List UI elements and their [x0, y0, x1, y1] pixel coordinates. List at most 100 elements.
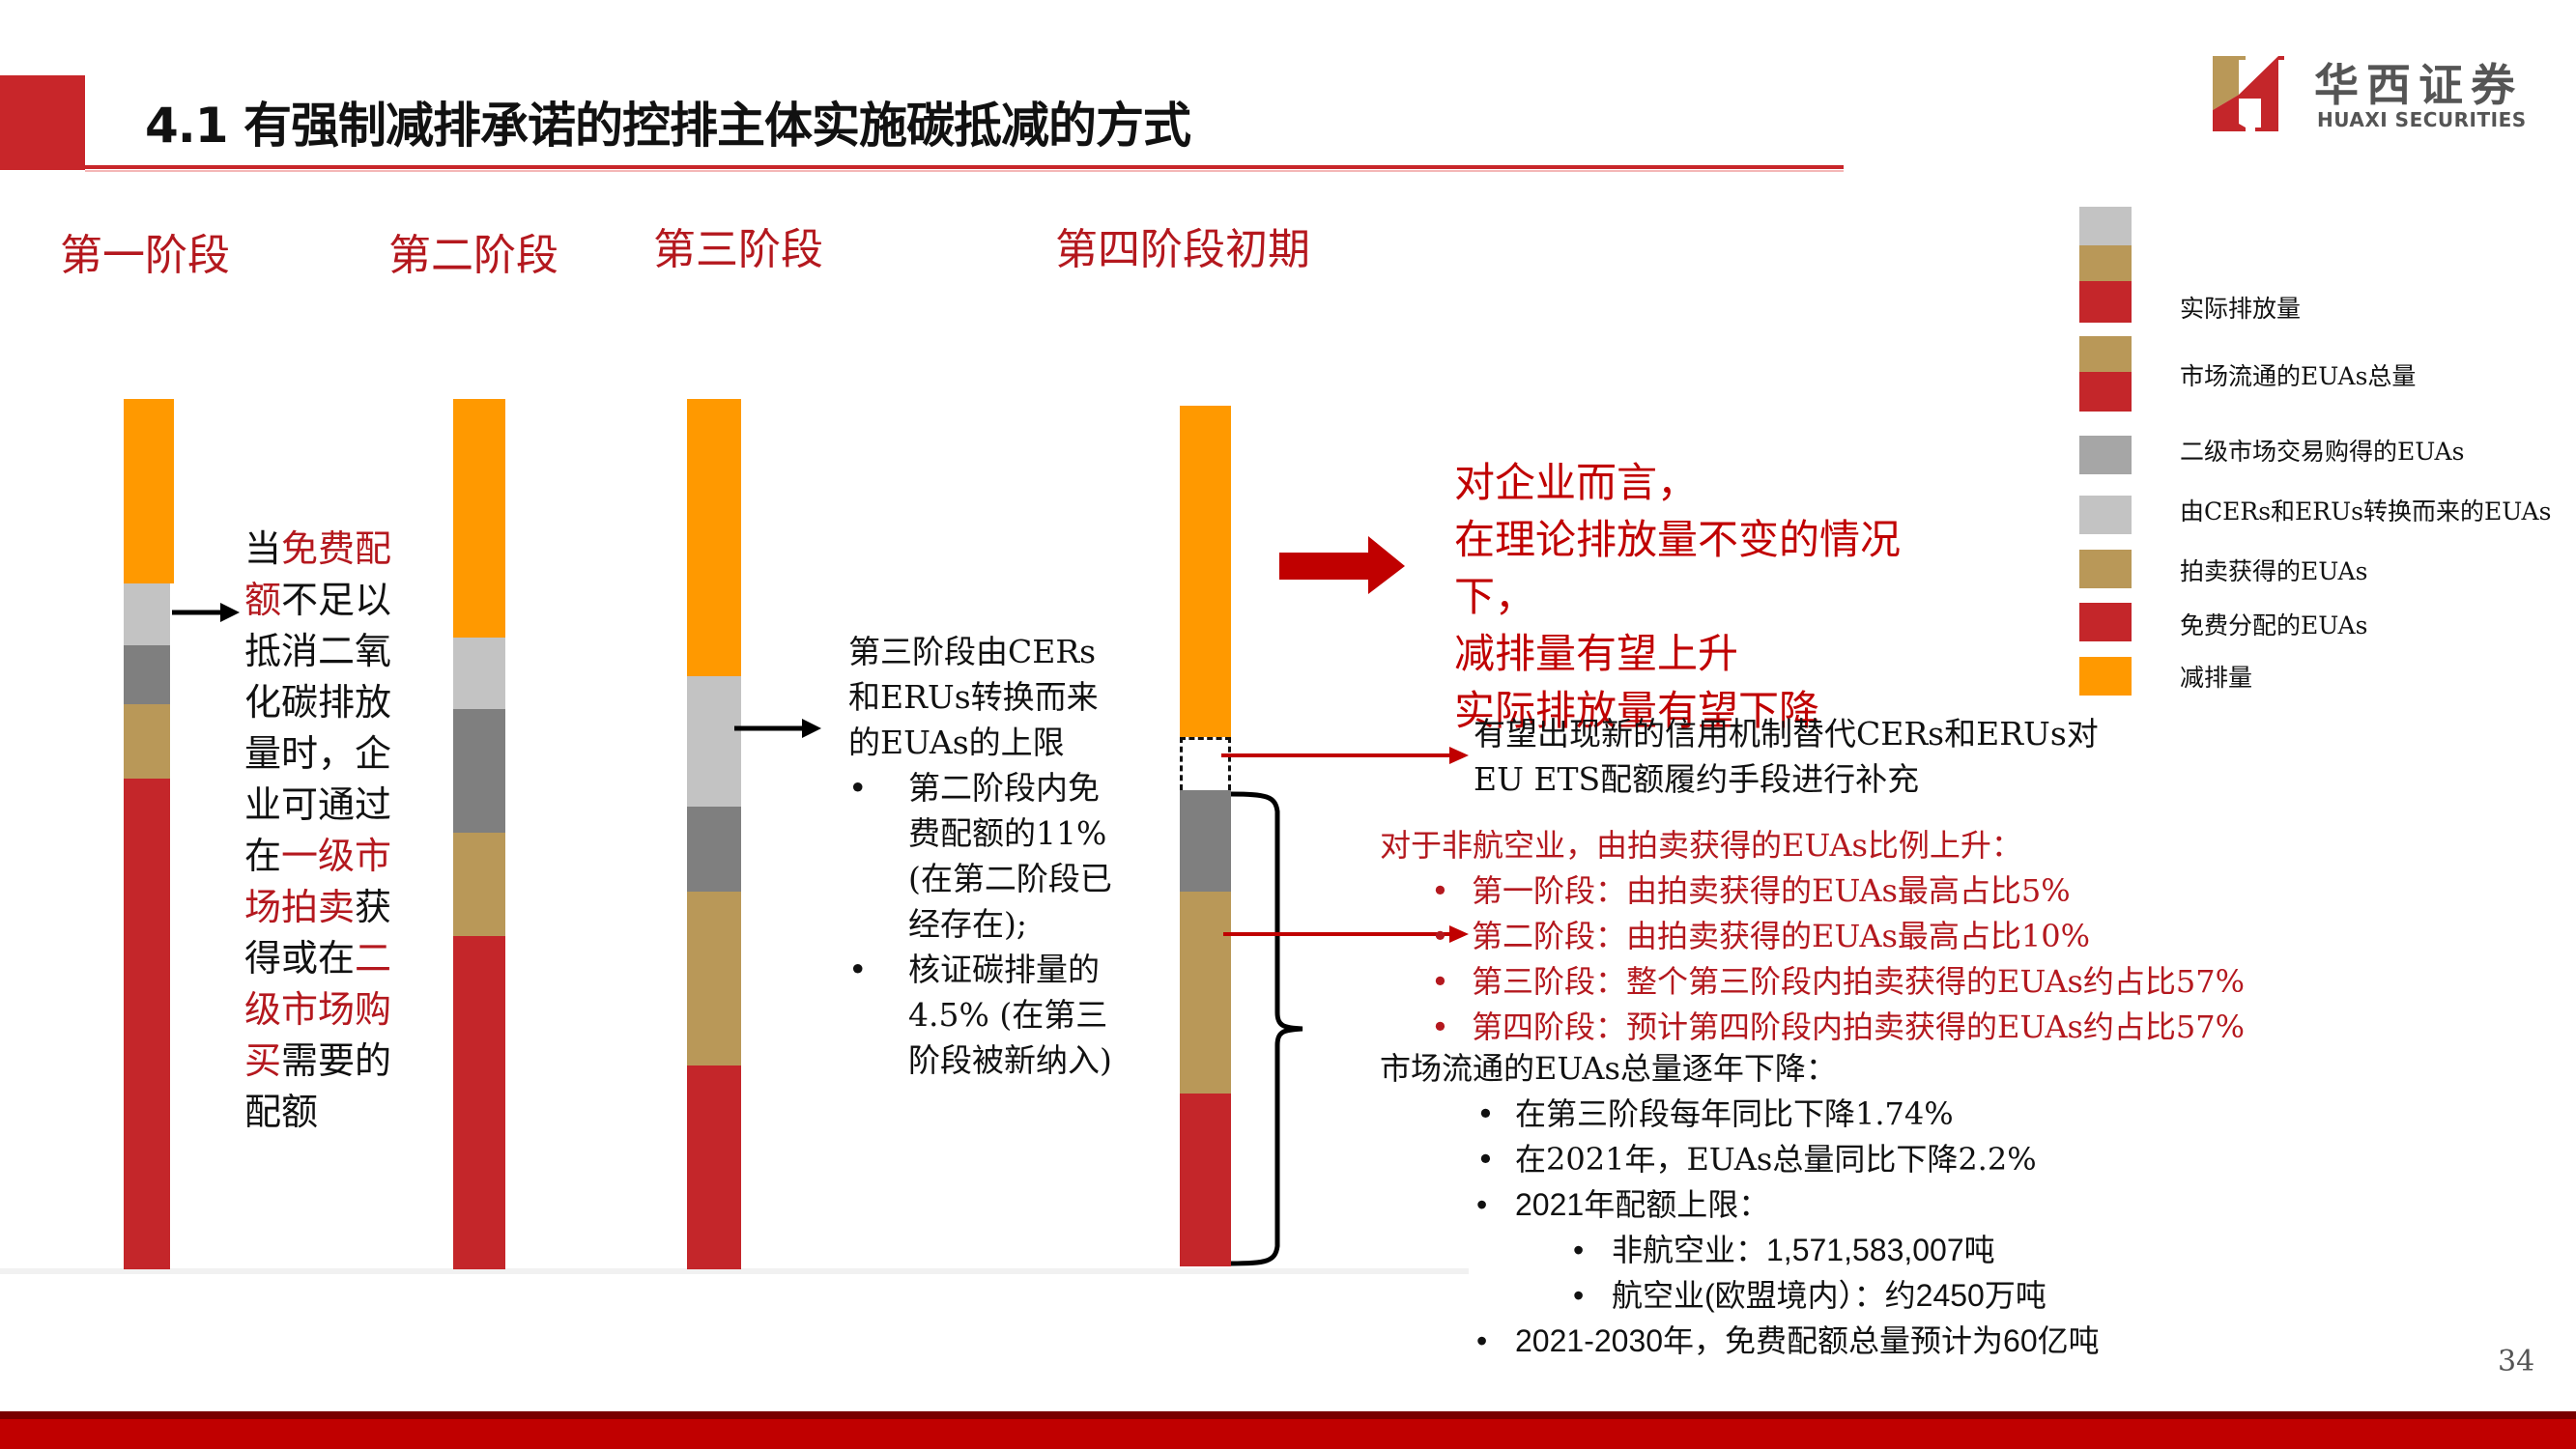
- bullet-icon: •: [1573, 1278, 1585, 1313]
- note-line: 额不足以: [244, 579, 392, 621]
- segment-reduction: [453, 399, 505, 638]
- segment-reduction: [687, 399, 741, 676]
- page-title: 4.1 有强制减排承诺的控排主体实施碳抵减的方式: [145, 98, 1191, 154]
- logo-chinese-name: 华西证券: [2314, 59, 2523, 111]
- huaxi-logo-icon: [2213, 56, 2284, 131]
- conclusion-line: 对企业而言，: [1454, 459, 1699, 506]
- conclusion-line: 实际排放量有望下降: [1454, 687, 1820, 734]
- segment-auction: [687, 892, 741, 1065]
- bullet-item: •2021年配额上限：: [1380, 1182, 2100, 1228]
- bullet-line: 第二阶段内免: [908, 769, 1100, 807]
- note-line: 在一级市: [244, 835, 392, 877]
- segment-reduction: [124, 399, 174, 583]
- footer-band: [0, 1419, 2576, 1449]
- legend-swatch-free-allocation: [2079, 603, 2132, 641]
- segment-secondary-market: [687, 807, 741, 892]
- legend-swatch-reduction: [2079, 657, 2132, 696]
- note-line: 化碳排放: [244, 681, 392, 724]
- conclusion-line: 下，: [1454, 573, 1536, 620]
- segment-new-credit-mechanism: [1180, 737, 1231, 790]
- bullet-icon: •: [1431, 872, 1449, 909]
- bullet-line: 核证碳排量的: [908, 951, 1100, 988]
- segment-secondary-market: [453, 709, 505, 833]
- legend-label: 二级市场交易购得的EUAs: [2180, 438, 2465, 466]
- curly-brace-icon: [1230, 791, 1303, 1266]
- bullet-item: •第四阶段：预计第四阶段内拍卖获得的EUAs约占比57%: [1380, 1005, 2245, 1050]
- legend-swatch-secondary-market: [2079, 436, 2132, 474]
- legend-label: 由CERs和ERUs转换而来的EUAs: [2180, 497, 2552, 526]
- bullet-icon: •: [1476, 1187, 1488, 1222]
- arrow-right-icon: [172, 603, 240, 622]
- segment-cer-eru: [687, 676, 741, 807]
- segment-free-allocation: [124, 779, 170, 1269]
- phase1-note: 当免费配 额不足以 抵消二氧 化碳排放 量时，企 业可通过 在一级市 场拍卖获 …: [244, 524, 438, 1138]
- bullet-icon: •: [1573, 1233, 1585, 1267]
- segment-secondary-market: [124, 645, 170, 704]
- note-line: 和ERUs转换而来: [848, 678, 1099, 716]
- phase-label-1: 第一阶段: [60, 231, 230, 280]
- stacked-bar-phase-1: [124, 399, 174, 1269]
- big-arrow-right-icon: [1279, 536, 1405, 594]
- segment-reduction: [1180, 406, 1231, 737]
- bullet-line: 经存在);: [908, 905, 1027, 943]
- bullet-line: (在第二阶段已: [908, 860, 1112, 897]
- note-line: 第三阶段由CERs: [848, 633, 1097, 670]
- note-line: 级市场购: [244, 988, 392, 1031]
- stacked-bar-phase-3: [687, 399, 741, 1269]
- phase-label-4: 第四阶段初期: [1055, 225, 1310, 274]
- legend-swatch-market-euas: [2079, 336, 2132, 412]
- legend-label: 免费分配的EUAs: [2180, 611, 2368, 639]
- bullet-item: • 第二阶段内免 费配额的11% (在第二阶段已 经存在);: [848, 765, 1167, 947]
- conclusion-line: 在理论排放量不变的情况: [1454, 516, 1902, 563]
- stacked-bar-phase-4: [1180, 406, 1231, 1266]
- arrow-right-icon: [734, 719, 821, 738]
- segment-free-allocation: [687, 1065, 741, 1269]
- bullet-line: 4.5% (在第三: [908, 996, 1108, 1034]
- bullet-icon: •: [1431, 918, 1449, 954]
- legend-label: 实际排放量: [2180, 295, 2302, 323]
- legend-swatch-actual-emissions: [2079, 207, 2132, 323]
- segment-free-allocation: [453, 936, 505, 1269]
- phase-label-2: 第二阶段: [388, 231, 558, 280]
- bullet-icon: •: [848, 769, 868, 807]
- bullet-icon: •: [1476, 1323, 1488, 1358]
- legend-swatch-cer-eru: [2079, 496, 2132, 534]
- bullet-line: 阶段被新纳入): [908, 1041, 1112, 1079]
- bullet-item: •第三阶段：整个第三阶段内拍卖获得的EUAs约占比57%: [1380, 959, 2245, 1005]
- bullet-item: •第二阶段：由拍卖获得的EUAs最高占比10%: [1380, 914, 2245, 959]
- legend-label: 减排量: [2180, 664, 2253, 692]
- segment-secondary-market: [1180, 790, 1231, 892]
- conclusion-text: 对企业而言， 在理论排放量不变的情况 下， 减排量有望上升 实际排放量有望下降: [1454, 454, 2053, 739]
- bullet-item: • 核证碳排量的 4.5% (在第三 阶段被新纳入): [848, 947, 1167, 1083]
- bullet-item: •2021-2030年，免费配额总量预计为60亿吨: [1380, 1319, 2100, 1364]
- stacked-bar-phase-2: [453, 399, 505, 1269]
- logo-english-name: HUAXI SECURITIES: [2317, 108, 2527, 131]
- red-arrow-right-icon: [1223, 925, 1469, 943]
- conclusion-line: 减排量有望上升: [1454, 630, 1739, 677]
- market-heading: 市场流通的EUAs总量逐年下降：: [1380, 1050, 1837, 1087]
- segment-cer-eru: [124, 583, 170, 645]
- bullet-item: •在第三阶段每年同比下降1.74%: [1380, 1092, 2100, 1137]
- legend-label: 拍卖获得的EUAs: [2180, 557, 2368, 585]
- segment-cer-eru: [453, 638, 505, 709]
- bullet-icon: •: [1431, 1009, 1449, 1045]
- auction-note: 对于非航空业，由拍卖获得的EUAs比例上升： •第一阶段：由拍卖获得的EUAs最…: [1380, 823, 2245, 1050]
- title-underline-shadow: [85, 170, 1844, 172]
- auction-heading: 对于非航空业，由拍卖获得的EUAs比例上升：: [1380, 827, 2022, 864]
- bullet-item: •航空业(欧盟境内）：约2450万吨: [1380, 1273, 2100, 1319]
- note-line: 业可通过: [244, 783, 392, 826]
- red-arrow-right-icon: [1221, 747, 1469, 764]
- note-line: 量时，企: [244, 732, 392, 775]
- note-line: 场拍卖获: [244, 886, 392, 928]
- credit-mechanism-note: 有望出现新的信用机制替代CERs和ERUs对 EU ETS配额履约手段进行补充: [1474, 711, 2099, 802]
- segment-auction: [453, 833, 505, 936]
- note-line: 得或在二: [244, 937, 392, 980]
- note-line: 买需要的: [244, 1039, 392, 1082]
- phase-label-3: 第三阶段: [653, 225, 823, 274]
- bullet-item: •第一阶段：由拍卖获得的EUAs最高占比5%: [1380, 868, 2245, 914]
- bullet-item: •非航空业：1,571,583,007吨: [1380, 1228, 2100, 1273]
- baseline-ground: [0, 1268, 1469, 1274]
- bullet-icon: •: [1476, 1095, 1495, 1132]
- note-line: 抵消二氧: [244, 630, 392, 672]
- bullet-icon: •: [1476, 1141, 1495, 1178]
